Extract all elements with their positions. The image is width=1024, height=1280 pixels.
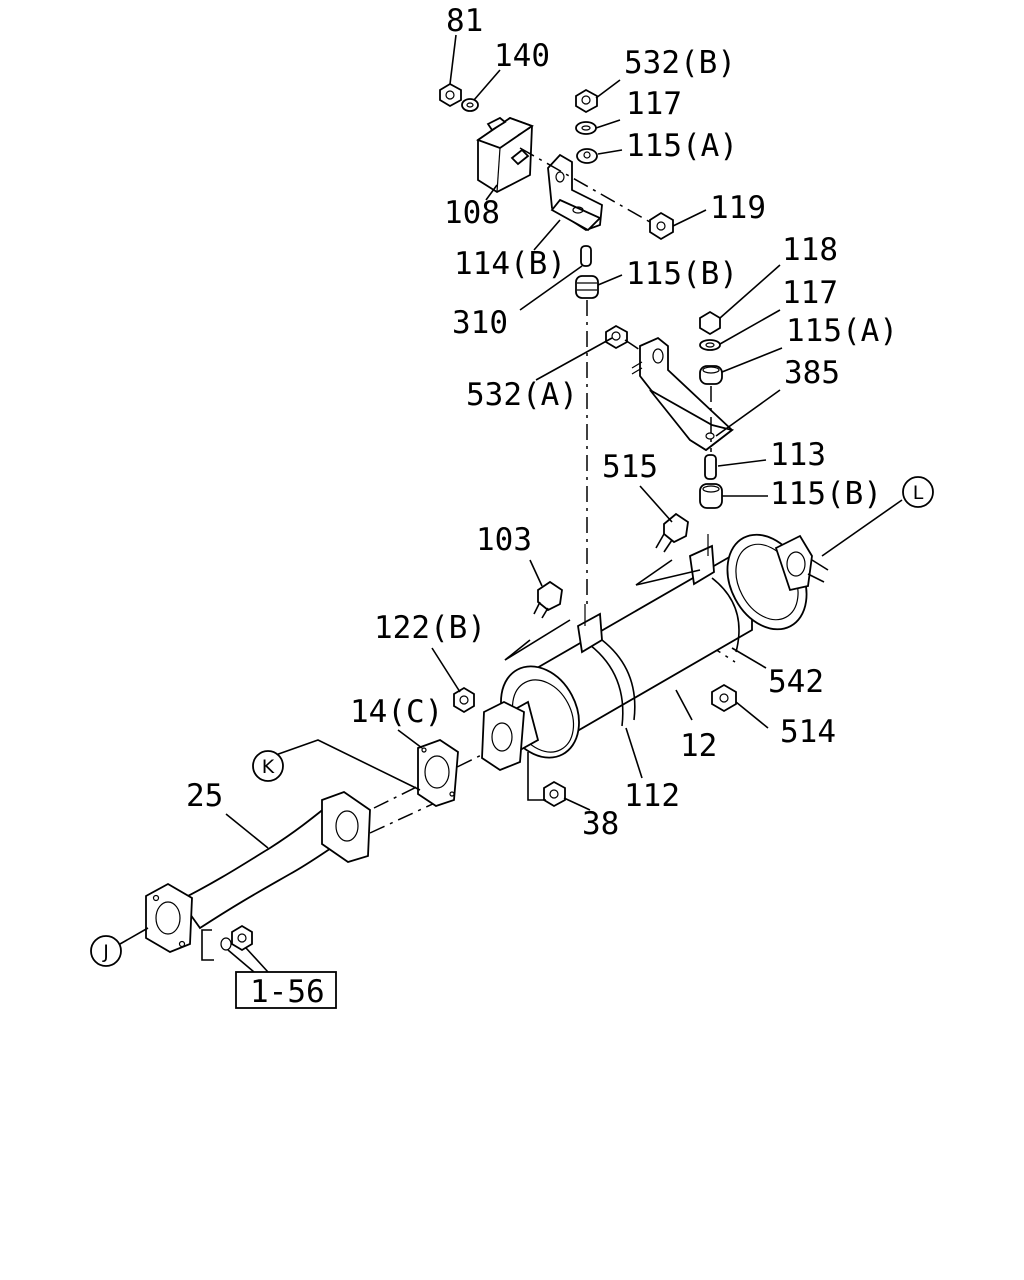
- nut-532b: [575, 88, 598, 114]
- nut-532a: [605, 324, 628, 350]
- callout-38: 38: [582, 806, 619, 842]
- bracket-114b: [547, 153, 603, 232]
- gasket-14c: [417, 738, 459, 807]
- svg-text:J: J: [102, 941, 109, 963]
- callout-25: 25: [186, 778, 223, 814]
- bracket-385: [631, 336, 735, 452]
- callout-310: 310: [452, 305, 508, 341]
- muffler-fasteners: [220, 512, 737, 952]
- page-reference-label: 1-56: [250, 974, 325, 1010]
- callout-122b: 122(B): [374, 610, 486, 646]
- reference-markers: L K J 1-56: [90, 476, 934, 1010]
- callout-115b-right: 115(B): [770, 476, 882, 512]
- callout-81: 81: [446, 3, 483, 39]
- callout-115b-top: 115(B): [626, 256, 738, 292]
- svg-text:L: L: [913, 482, 924, 504]
- callout-119: 119: [710, 190, 766, 226]
- cushion-115b-top: [575, 275, 599, 299]
- callout-117-top: 117: [626, 86, 682, 122]
- collar-113: [704, 454, 717, 480]
- callout-103: 103: [476, 522, 532, 558]
- callout-532a: 532(A): [466, 377, 578, 413]
- exhaust-pipe-25: [145, 790, 371, 953]
- ref-circle-k: K: [252, 750, 284, 782]
- nut-122b: [453, 686, 475, 714]
- callout-115a-right: 115(A): [786, 313, 898, 349]
- ref-circle-l: L: [902, 476, 934, 508]
- callout-542: 542: [768, 664, 824, 700]
- upper-bracket-assembly: [439, 82, 674, 299]
- nut-81: [439, 82, 462, 108]
- callout-515: 515: [602, 449, 658, 485]
- nut-118: [699, 310, 721, 336]
- mount-108: [476, 116, 534, 194]
- muffler-outlet-flange: [774, 534, 829, 592]
- callout-12: 12: [680, 728, 717, 764]
- callout-118: 118: [782, 232, 838, 268]
- right-bracket-assembly: [605, 310, 735, 509]
- bolt-515: [655, 512, 689, 553]
- callout-117-right: 117: [782, 275, 838, 311]
- page-reference-box[interactable]: 1-56: [235, 971, 337, 1010]
- muffler-inlet-flange: [481, 700, 525, 772]
- nut-38: [543, 780, 566, 808]
- cushion-115b-right: [699, 483, 723, 509]
- bolt-103: [533, 580, 563, 619]
- callout-385: 385: [784, 355, 840, 391]
- nut-1-56: [220, 924, 253, 952]
- nut-119: [649, 211, 674, 241]
- callout-14c: 14(C): [350, 694, 443, 730]
- collar-310: [580, 245, 592, 267]
- callout-108: 108: [444, 195, 500, 231]
- callout-labels: 81 140 532(B) 117 115(A) 108 119 114(B) …: [186, 3, 898, 842]
- callout-140: 140: [494, 38, 550, 74]
- callout-115a-top: 115(A): [626, 128, 738, 164]
- ref-circle-j: J: [90, 935, 122, 967]
- muffler-12: [481, 533, 829, 772]
- callout-114b: 114(B): [454, 246, 566, 282]
- washer-117-top: [575, 121, 597, 135]
- callout-532b: 532(B): [624, 45, 736, 81]
- nut-514: [711, 683, 737, 713]
- callout-514: 514: [780, 714, 836, 750]
- washer-140: [461, 98, 479, 112]
- washer-117-right: [699, 339, 721, 351]
- callout-112: 112: [624, 778, 680, 814]
- svg-text:K: K: [262, 756, 275, 778]
- cushion-115a-right: [699, 365, 723, 385]
- cushion-115a-top: [576, 148, 598, 164]
- leader-lines: [119, 34, 903, 973]
- callout-113: 113: [770, 437, 826, 473]
